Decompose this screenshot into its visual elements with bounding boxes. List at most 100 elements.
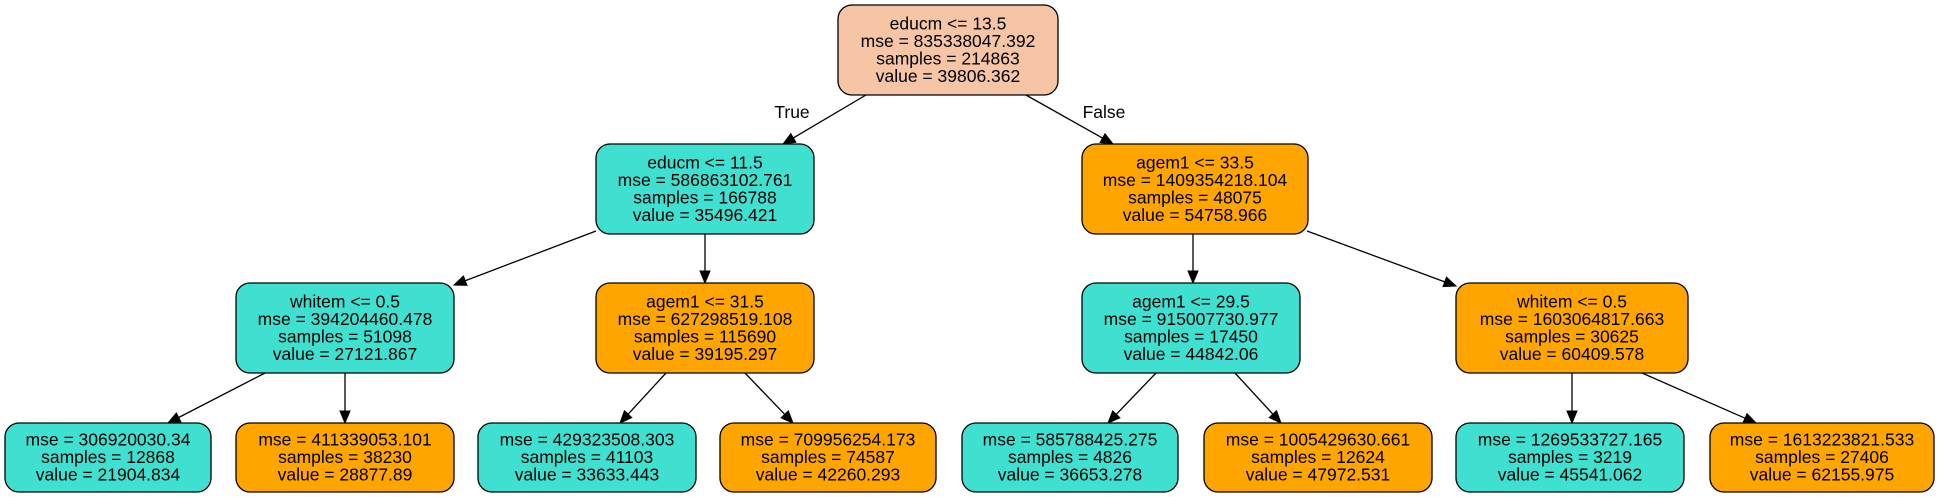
node-line: samples = 12868 — [41, 447, 175, 467]
node-line: agem1 <= 29.5 — [1132, 291, 1250, 311]
node-line: value = 42260.293 — [756, 465, 901, 485]
node-line: samples = 17450 — [1124, 326, 1258, 346]
node-line: value = 47972.531 — [1246, 465, 1391, 485]
edge-arrowhead — [1187, 270, 1199, 285]
node-line: value = 45541.062 — [1498, 465, 1643, 485]
node-line: mse = 1409354218.104 — [1103, 170, 1288, 190]
edge-line — [1025, 94, 1103, 139]
edge-n3-n8 — [339, 373, 351, 425]
edge-n6-n13 — [1566, 373, 1578, 425]
node-line: mse = 306920030.34 — [26, 430, 191, 450]
edge-n6-n14 — [1641, 372, 1758, 424]
node-line: mse = 627298519.108 — [618, 309, 793, 329]
edge-line — [464, 230, 597, 282]
node-box — [1455, 282, 1689, 374]
node-line: agem1 <= 33.5 — [1136, 152, 1254, 172]
edge-line — [793, 94, 867, 139]
edge-label-true: True — [774, 102, 809, 122]
edge-line — [627, 372, 667, 415]
edge-n3-n7 — [166, 372, 266, 424]
node-line: samples = 38230 — [278, 447, 412, 467]
node-line: mse = 1005429630.661 — [1226, 430, 1410, 450]
edge-arrowhead — [780, 410, 794, 424]
edge-arrowhead — [166, 412, 182, 424]
node-line: value = 60409.578 — [1500, 344, 1645, 364]
node-line: mse = 915007730.977 — [1104, 309, 1279, 329]
edge-arrowhead — [619, 409, 633, 424]
node-line: mse = 1613223821.533 — [1730, 430, 1914, 450]
node-line: value = 21904.834 — [36, 465, 181, 485]
edge-line — [1641, 372, 1746, 419]
node-line: samples = 51098 — [278, 326, 412, 346]
node-line: educm <= 11.5 — [647, 152, 762, 172]
node-line: mse = 835338047.392 — [861, 31, 1036, 51]
node-line: samples = 74587 — [761, 447, 895, 467]
node-line: samples = 30625 — [1505, 326, 1639, 346]
edge-n4-n10 — [744, 372, 794, 424]
edge-line — [1234, 372, 1274, 415]
edge-arrowhead — [1268, 409, 1282, 424]
node-box — [4, 422, 212, 493]
edge-arrowhead — [1566, 410, 1578, 425]
node-line: value = 33633.443 — [515, 465, 660, 485]
node-box — [1455, 422, 1685, 493]
edge-n5-n11 — [1107, 372, 1157, 424]
edge-line — [178, 372, 266, 419]
node-line: value = 39806.362 — [876, 66, 1021, 86]
edge-n0-n2: False — [1025, 94, 1126, 145]
edge-n5-n12 — [1234, 372, 1282, 424]
edge-label-false: False — [1083, 102, 1126, 122]
edge-n4-n9 — [619, 372, 667, 424]
edge-arrowhead — [1107, 410, 1121, 424]
node-line: value = 39195.297 — [633, 344, 778, 364]
node-line: mse = 1269533727.165 — [1478, 430, 1662, 450]
node-line: samples = 166788 — [633, 187, 777, 207]
edge-arrowhead — [1099, 132, 1115, 145]
node-line: educm <= 13.5 — [890, 13, 1007, 33]
node-line: value = 54758.966 — [1123, 205, 1268, 225]
edge-line — [1306, 230, 1445, 283]
edge-n0-n1: True — [774, 94, 867, 145]
node-box — [1081, 143, 1309, 235]
edge-arrowhead — [1442, 276, 1458, 288]
node-box — [235, 282, 455, 374]
edge-arrowhead — [781, 132, 797, 145]
node-box — [837, 4, 1059, 96]
node-line: mse = 1603064817.663 — [1480, 309, 1664, 329]
node-line: value = 27121.867 — [273, 344, 418, 364]
node-line: whitem <= 0.5 — [289, 291, 400, 311]
node-line: mse = 586863102.761 — [618, 170, 793, 190]
edge-arrowhead — [1742, 412, 1758, 424]
edge-n2-n6 — [1306, 230, 1458, 288]
node-line: samples = 115690 — [634, 326, 776, 346]
node-box — [235, 422, 455, 493]
node-line: value = 28877.89 — [278, 465, 413, 485]
node-line: samples = 12624 — [1251, 447, 1385, 467]
node-box — [1709, 422, 1935, 493]
node-line: mse = 709956254.173 — [741, 430, 916, 450]
node-line: value = 62155.975 — [1750, 465, 1895, 485]
node-line: mse = 394204460.478 — [258, 309, 433, 329]
node-line: samples = 3219 — [1508, 447, 1632, 467]
edge-arrowhead — [452, 275, 468, 286]
node-line: value = 36653.278 — [998, 465, 1143, 485]
node-line: mse = 429323508.303 — [500, 430, 675, 450]
node-box — [1081, 282, 1301, 374]
node-line: whitem <= 0.5 — [1516, 291, 1627, 311]
edge-line — [744, 372, 786, 415]
